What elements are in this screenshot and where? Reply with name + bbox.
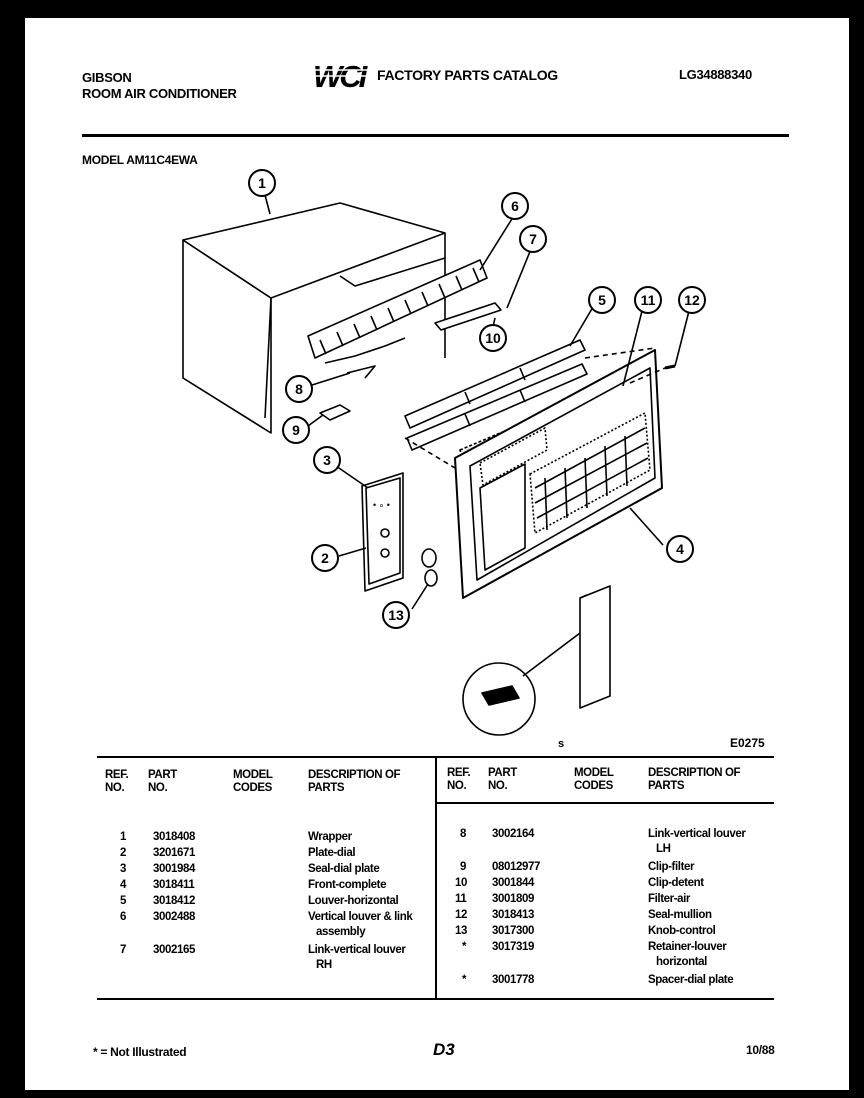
page-number: D3 — [433, 1040, 455, 1059]
table-row: 11 3001809 Filter-air — [455, 893, 691, 905]
callout-8: 8 — [285, 375, 313, 403]
horizontal-louvers — [404, 339, 588, 451]
table-row: 3 3001984 Seal-dial plate — [120, 863, 380, 875]
callout-9: 9 — [282, 416, 310, 444]
table-row: 7 3002165 Link-vertical louver RH — [120, 944, 406, 971]
svg-text:1: 1 — [258, 175, 266, 191]
svg-text:2: 2 — [321, 550, 329, 566]
callout-11: 11 — [634, 286, 662, 314]
wci-logo: WCI — [313, 58, 373, 97]
table-row: 13 3017300 Knob-control — [455, 925, 716, 937]
callout-5: 5 — [588, 286, 616, 314]
callout-1: 1 — [248, 169, 276, 197]
table-right-header-rule — [437, 802, 774, 804]
footnote: * = Not Illustrated — [93, 1045, 187, 1059]
table-row: 5 3018412 Louver-horizontal — [120, 895, 399, 907]
svg-text:4: 4 — [676, 541, 684, 557]
catalog-page: GIBSON ROOM AIR CONDITIONER WCI FACTORY … — [25, 18, 849, 1090]
table-row: 9 08012977 Clip-filter — [460, 861, 695, 873]
catalog-title: FACTORY PARTS CATALOG — [377, 67, 558, 83]
callout-7: 7 — [519, 225, 547, 253]
svg-text:12: 12 — [684, 292, 700, 308]
header-divider — [82, 134, 789, 137]
stray-mark: s — [558, 738, 564, 750]
table-row: 2 3201671 Plate-dial — [120, 847, 356, 859]
figure-code: E0275 — [730, 736, 765, 750]
table-bottom-rule — [97, 998, 774, 1000]
exploded-parts-diagram: • ∘ • — [182, 169, 765, 750]
header-part-right: PART NO. — [488, 767, 517, 792]
table-row: 10 3001844 Clip-detent — [455, 877, 704, 889]
table-row: * 3017319 Retainer-louver horizontal — [462, 941, 727, 968]
svg-text:7: 7 — [529, 231, 537, 247]
model-label: MODEL AM11C4EWA — [82, 153, 198, 167]
svg-text:3: 3 — [323, 452, 331, 468]
revision-date: 10/88 — [746, 1043, 775, 1057]
header-part-left: PART NO. — [148, 769, 177, 794]
table-top-rule — [97, 756, 774, 758]
svg-text:5: 5 — [598, 292, 606, 308]
table-row: * 3001778 Spacer-dial plate — [462, 974, 734, 986]
svg-text:• ∘ •: • ∘ • — [373, 500, 390, 510]
header-desc-right: DESCRIPTION OF PARTS — [648, 767, 741, 792]
product-name: ROOM AIR CONDITIONER — [82, 86, 237, 101]
callout-10: 10 — [479, 324, 507, 352]
brand-name: GIBSON — [82, 70, 132, 85]
svg-text:11: 11 — [641, 292, 656, 308]
callout-3: 3 — [313, 446, 341, 474]
table-center-divider — [435, 758, 437, 998]
header-ref-right: REF. NO. — [447, 767, 471, 792]
table-row: 6 3002488 Vertical louver & link assembl… — [120, 911, 413, 938]
callout-12: 12 — [678, 286, 706, 314]
header-model-right: MODEL CODES — [574, 767, 614, 792]
header-desc-left: DESCRIPTION OF PARTS — [308, 769, 401, 794]
callout-6: 6 — [501, 192, 529, 220]
svg-text:10: 10 — [485, 330, 501, 346]
svg-text:9: 9 — [292, 422, 300, 438]
table-row: 1 3018408 Wrapper — [120, 831, 352, 843]
table-row: 8 3002164 Link-vertical louver LH — [460, 828, 746, 855]
callout-4: 4 — [666, 535, 694, 563]
header-model-left: MODEL CODES — [233, 769, 273, 794]
svg-text:6: 6 — [511, 198, 519, 214]
svg-text:13: 13 — [388, 607, 404, 623]
callout-13: 13 — [382, 601, 410, 629]
front-complete — [454, 349, 663, 599]
wrapper-part — [182, 202, 446, 434]
vertical-louver-assembly — [307, 259, 488, 364]
callout-2: 2 — [311, 544, 339, 572]
svg-text:8: 8 — [295, 381, 303, 397]
table-row: 4 3018411 Front-complete — [120, 879, 387, 891]
catalog-number: LG34888340 — [679, 67, 752, 82]
table-row: 12 3018413 Seal-mullion — [455, 909, 712, 921]
header-ref-left: REF. NO. — [105, 769, 129, 794]
